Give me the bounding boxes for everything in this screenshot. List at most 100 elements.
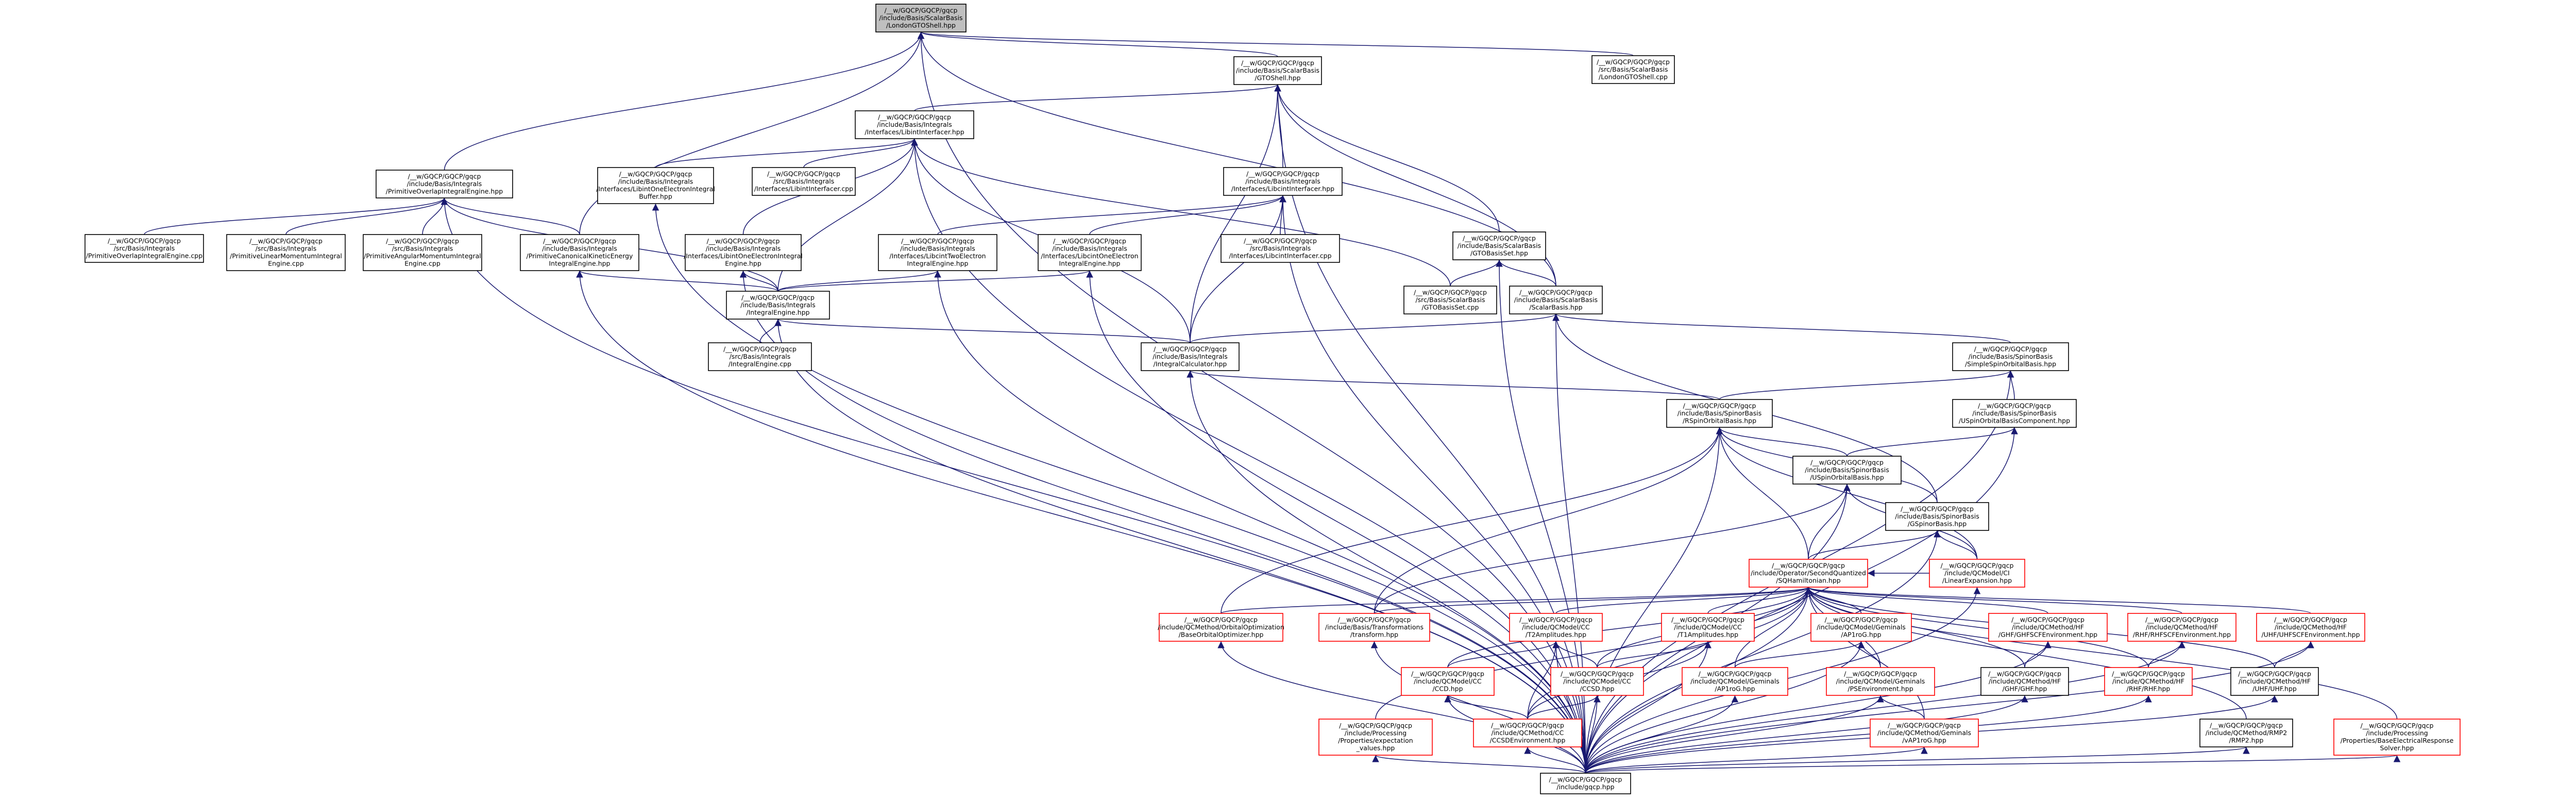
file-node-simpleSpinOrb[interactable]: /__w/GQCP/GQCP/gqcp/include/Basis/Spinor… [1952, 342, 2069, 371]
file-node-gtoBasisSet[interactable]: /__w/GQCP/GQCP/gqcp/include/Basis/Scalar… [1452, 231, 1546, 260]
node-box [1749, 559, 1868, 588]
node-label-line: /IntegralEngine.cpp [728, 360, 791, 368]
file-node-integralEnginecpp[interactable]: /__w/GQCP/GQCP/gqcp/src/Basis/Integrals/… [708, 342, 812, 371]
edge-gqcp-to-t2amp [1552, 641, 1586, 774]
edge-ccd-to-sqHam [1447, 587, 1812, 668]
edge-t2amp-to-sqHam [1555, 587, 1812, 614]
node-box [1401, 667, 1495, 696]
node-box [1318, 613, 1430, 642]
edge-uSpinOrb-to-rSpinOrb [1716, 427, 1848, 457]
node-label-line: /__w/GQCP/GQCP/gqcp [1683, 402, 1756, 409]
file-node-transform[interactable]: /__w/GQCP/GQCP/gqcp/include/Basis/Transf… [1318, 613, 1430, 642]
file-node-ccsdEnv[interactable]: /__w/GQCP/GQCP/gqcp/include/QCMethod/CC/… [1473, 719, 1582, 747]
node-box [226, 234, 346, 271]
node-label-line: /__w/GQCP/GQCP/gqcp [1491, 721, 1564, 729]
node-label-line: /UHF/UHF.hpp [2252, 685, 2297, 692]
file-node-ap1rog[interactable]: /__w/GQCP/GQCP/gqcp/include/QCModel/Gemi… [1810, 613, 1912, 642]
file-node-libcintOneEng[interactable]: /__w/GQCP/GQCP/gqcp/include/Basis/Integr… [1038, 234, 1142, 271]
node-label-line: /__w/GQCP/GQCP/gqcp [2112, 670, 2185, 677]
file-node-rhfScf[interactable]: /__w/GQCP/GQCP/gqcp/include/QCMethod/HF/… [2127, 613, 2236, 642]
node-label-line: /include/Basis/Integrals [1052, 245, 1127, 253]
file-node-uhfScf[interactable]: /__w/GQCP/GQCP/gqcp/include/QCMethod/HF/… [2256, 613, 2365, 642]
file-node-baseOrbOpt[interactable]: /__w/GQCP/GQCP/gqcp/include/QCMethod/Orb… [1158, 613, 1284, 642]
node-box [597, 167, 714, 204]
edge-gqcp-to-transform [1370, 641, 1586, 774]
file-node-sqHam[interactable]: /__w/GQCP/GQCP/gqcp/include/Operator/Sec… [1749, 559, 1868, 588]
edge-libintBuffer-to-libintIface [655, 138, 918, 168]
file-node-gtoShell[interactable]: /__w/GQCP/GQCP/gqcp/include/Basis/Scalar… [1233, 56, 1322, 85]
file-node-t2amp[interactable]: /__w/GQCP/GQCP/gqcp/include/QCModel/CC/T… [1509, 613, 1603, 642]
edge-integralEngine-to-primCanKin [576, 270, 778, 292]
file-node-rhf[interactable]: /__w/GQCP/GQCP/gqcp/include/QCMethod/HF/… [2104, 667, 2193, 696]
file-node-ghf[interactable]: /__w/GQCP/GQCP/gqcp/include/QCMethod/HF/… [1980, 667, 2069, 696]
node-label-line: /__w/GQCP/GQCP/gqcp [901, 237, 974, 245]
file-node-gSpinOrbComp[interactable]: /__w/GQCP/GQCP/gqcp/include/Basis/Spinor… [1952, 399, 2077, 428]
file-node-scalarBasis[interactable]: /__w/GQCP/GQCP/gqcp/include/Basis/Scalar… [1509, 286, 1603, 314]
node-label-line: /include/Operator/SecondQuantized [1751, 569, 1866, 577]
file-node-libcintcpp[interactable]: /__w/GQCP/GQCP/gqcp/src/Basis/Integrals/… [1221, 234, 1340, 263]
file-node-linExp[interactable]: /__w/GQCP/GQCP/gqcp/include/QCModel/CI/L… [1929, 559, 2025, 588]
node-box [84, 234, 204, 263]
edge-gqcp-to-scalarBasis [1552, 313, 1586, 774]
node-label-line: /src/Basis/Integrals [256, 245, 317, 253]
file-node-t1amp[interactable]: /__w/GQCP/GQCP/gqcp/include/QCModel/CC/T… [1661, 613, 1755, 642]
file-node-rmp2[interactable]: /__w/GQCP/GQCP/gqcp/include/QCMethod/RMP… [2199, 719, 2293, 747]
node-label-line: /T2Amplitudes.hpp [1526, 630, 1586, 638]
node-label-line: /include/QCMethod/HF [2112, 677, 2184, 685]
file-node-londonGTOcpp[interactable]: /__w/GQCP/GQCP/gqcp/src/Basis/ScalarBasi… [1591, 55, 1675, 84]
node-label-line: /__w/GQCP/GQCP/gqcp [885, 6, 958, 14]
file-node-gSpinor[interactable]: /__w/GQCP/GQCP/gqcp/include/Basis/Spinor… [1885, 502, 1989, 531]
edge-gqcp-to-rSpinOrb [1585, 427, 1723, 774]
file-node-integralEngine[interactable]: /__w/GQCP/GQCP/gqcp/include/Basis/Integr… [726, 291, 830, 320]
file-node-libintIface[interactable]: /__w/GQCP/GQCP/gqcp/include/Basis/Integr… [855, 110, 974, 139]
edge-gqcp-to-gtoShell [1274, 84, 1586, 774]
node-label-line: /USpinOrbitalBasisComponent.hpp [1959, 416, 2070, 424]
file-node-expvals[interactable]: /__w/GQCP/GQCP/gqcp/include/Processing/P… [1318, 719, 1433, 756]
file-node-vap1rog[interactable]: /__w/GQCP/GQCP/gqcp/include/QCMethod/Gem… [1870, 719, 1979, 747]
file-node-baseElec[interactable]: /__w/GQCP/GQCP/gqcp/include/Processing/P… [2333, 719, 2461, 756]
edge-gqcp-to-ccsd [1585, 695, 1601, 774]
file-node-overlapcpp[interactable]: /__w/GQCP/GQCP/gqcp/src/Basis/Integrals/… [84, 234, 204, 263]
file-node-ccsd[interactable]: /__w/GQCP/GQCP/gqcp/include/QCModel/CC/C… [1550, 667, 1644, 696]
edge-libcintOneEng-to-libcintIface [1089, 195, 1286, 235]
file-node-gtoBasisSetcpp[interactable]: /__w/GQCP/GQCP/gqcp/src/Basis/ScalarBasi… [1403, 286, 1497, 314]
node-label-line: /Interfaces/LibintOneElectronIntegral [684, 252, 803, 260]
file-node-linmomcpp[interactable]: /__w/GQCP/GQCP/gqcp/src/Basis/Integrals/… [226, 234, 346, 271]
node-label-line: /transform.hpp [1350, 630, 1398, 638]
file-node-uSpinOrb[interactable]: /__w/GQCP/GQCP/gqcp/include/Basis/Spinor… [1792, 456, 1902, 485]
edge-integralCalc-to-integralEngine [774, 319, 1191, 343]
file-node-libintcpp[interactable]: /__w/GQCP/GQCP/gqcp/src/Basis/Integrals/… [752, 167, 856, 196]
node-label-line: /include/QCModel/CC [1414, 677, 1482, 685]
node-box [1452, 231, 1546, 260]
node-box [1223, 167, 1343, 196]
node-label-line: /__w/GQCP/GQCP/gqcp [1244, 237, 1317, 244]
edge-gqcp-to-londonGTO [917, 31, 1586, 774]
file-node-integralCalc[interactable]: /__w/GQCP/GQCP/gqcp/include/Basis/Integr… [1141, 342, 1240, 371]
file-node-uhf[interactable]: /__w/GQCP/GQCP/gqcp/include/QCMethod/HF/… [2230, 667, 2319, 696]
node-label-line: /__w/GQCP/GQCP/gqcp [1772, 561, 1845, 569]
edge-gtoShell-to-londonGTO [918, 31, 1278, 57]
file-node-rSpinOrb[interactable]: /__w/GQCP/GQCP/gqcp/include/Basis/Spinor… [1666, 399, 1773, 428]
node-label-line: /include/Basis/Integrals [740, 301, 816, 309]
node-box [2333, 719, 2461, 756]
file-node-ghfScf[interactable]: /__w/GQCP/GQCP/gqcp/include/QCMethod/HF/… [1988, 613, 2108, 642]
file-node-libcintIface[interactable]: /__w/GQCP/GQCP/gqcp/include/Basis/Integr… [1223, 167, 1343, 196]
node-label-line: /CCD.hpp [1432, 685, 1463, 692]
file-node-primCanKin[interactable]: /__w/GQCP/GQCP/gqcp/include/Basis/Integr… [520, 234, 639, 271]
node-label-line: /RSpinOrbitalBasis.hpp [1683, 416, 1756, 424]
edge-ccsdEnv-to-sqHam [1527, 587, 1812, 720]
file-node-libcintTwoEng[interactable]: /__w/GQCP/GQCP/gqcp/include/Basis/Integr… [878, 234, 997, 271]
node-label-line: IntegralEngine.hpp [1059, 260, 1120, 268]
file-node-gqcp[interactable]: /__w/GQCP/GQCP/gqcp/include/gqcp.hpp [1540, 773, 1631, 794]
file-node-libintOneEng[interactable]: /__w/GQCP/GQCP/gqcp/include/Basis/Integr… [684, 234, 803, 271]
file-node-ap1rogGe[interactable]: /__w/GQCP/GQCP/gqcp/include/QCModel/Gemi… [1682, 667, 1788, 696]
file-node-primOverlap[interactable]: /__w/GQCP/GQCP/gqcp/include/Basis/Integr… [376, 170, 513, 198]
node-label-line: /src/Basis/Integrals [773, 177, 835, 185]
file-node-angmomcpp[interactable]: /__w/GQCP/GQCP/gqcp/src/Basis/Integrals/… [363, 234, 482, 271]
node-label-line: /GHF/GHFSCFEnvironment.hpp [1998, 630, 2097, 638]
file-node-libintBuffer[interactable]: /__w/GQCP/GQCP/gqcp/include/Basis/Integr… [596, 167, 715, 204]
node-box [1591, 55, 1675, 84]
edge-gqcp-to-libcintTwoEng [934, 270, 1586, 774]
file-node-pse[interactable]: /__w/GQCP/GQCP/gqcp/include/QCModel/Gemi… [1826, 667, 1935, 696]
file-node-ccd[interactable]: /__w/GQCP/GQCP/gqcp/include/QCModel/CC/C… [1401, 667, 1495, 696]
